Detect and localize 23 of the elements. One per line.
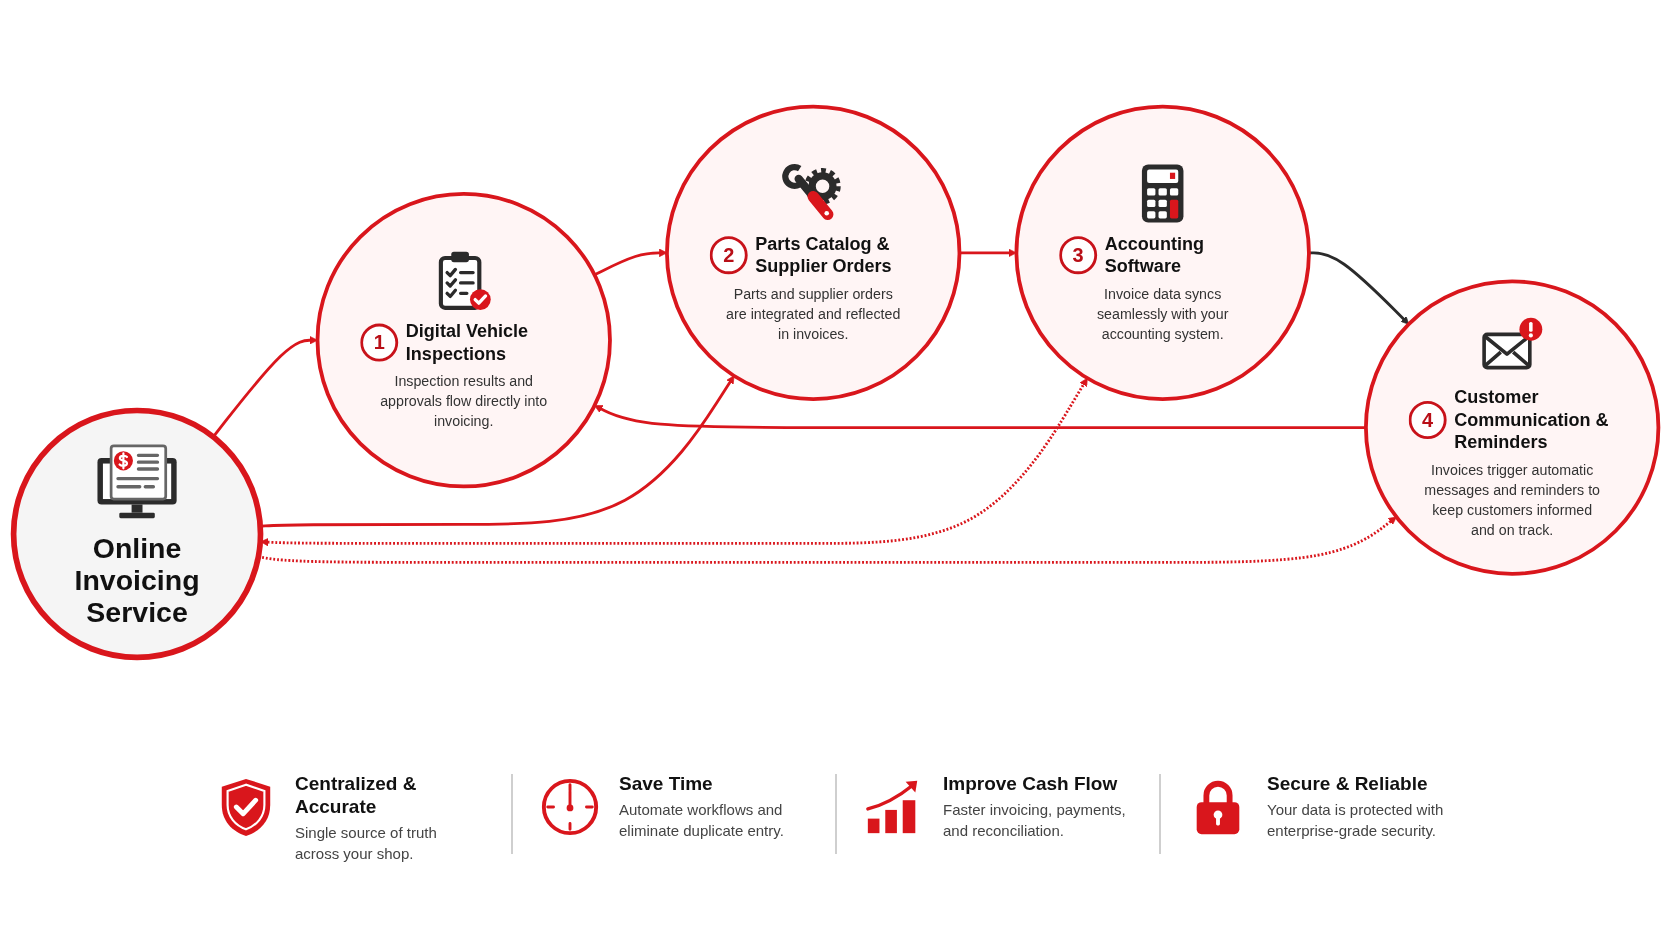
feature-description: Your data is protected with enterprise-grade security. xyxy=(1267,800,1445,841)
arrow xyxy=(594,405,1366,429)
step-description: Invoices trigger automatic messages and reminders to keep customers informed and on track. xyxy=(1423,460,1602,540)
node-circle xyxy=(1364,279,1661,576)
node-circle xyxy=(10,407,264,661)
node-circle xyxy=(315,192,612,489)
step-description: Inspection results and approvals flow directly into invoicing. xyxy=(379,372,549,431)
step-title: Digital Vehicle Inspections xyxy=(405,319,530,366)
hub-title: Online Invoicing Service xyxy=(73,532,201,629)
feature-title: Improve Cash Flow xyxy=(943,772,1118,795)
feature-description: Automate workflows and eliminate duplicate entry. xyxy=(619,800,785,841)
step-description: Invoice data syncs seamlessly with your accounting system. xyxy=(1095,284,1230,344)
step-description: Parts and supplier orders are integrated and reflected in invoices. xyxy=(725,284,902,344)
feature-title: Centralized & Accurate xyxy=(295,772,418,818)
feature-title: Save Time xyxy=(619,772,713,795)
feature-title: Secure & Reliable xyxy=(1267,772,1428,795)
node-circle xyxy=(665,104,962,401)
feature-description: Faster invoicing, payments, and reconciliation. xyxy=(943,800,1127,841)
feature-description: Single source of truth across your shop. xyxy=(295,823,438,864)
node-circle xyxy=(1014,104,1311,401)
step-title: Parts Catalog & Supplier Orders xyxy=(755,232,893,278)
step-title: Accounting Software xyxy=(1104,232,1205,278)
step-title: Customer Communication & Reminders xyxy=(1454,385,1610,455)
